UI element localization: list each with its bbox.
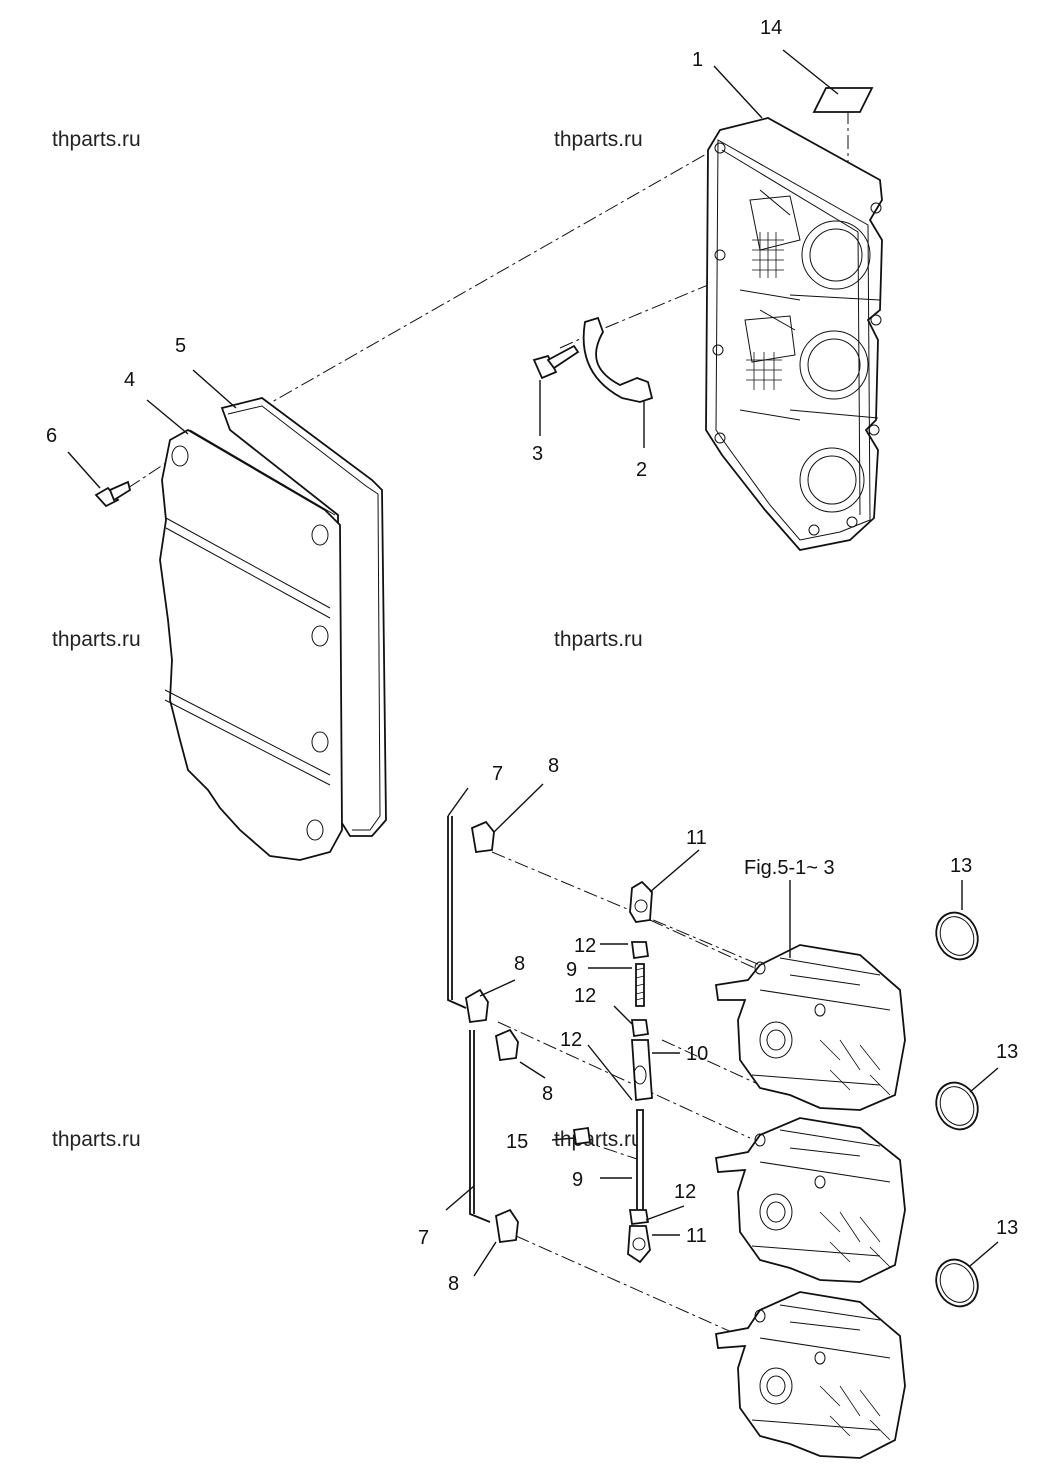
clip	[582, 316, 654, 403]
callout-12-2: 12	[574, 985, 596, 1007]
callout-labels: 1 2 3 4 5 6 7 7 8 8 8 8 9 9 10 11 11 12 …	[46, 17, 1018, 1295]
watermark-4: thparts.ru	[554, 628, 643, 651]
callout-7-bottom: 7	[418, 1227, 429, 1249]
carburetor-3	[714, 1291, 906, 1459]
link-assembly	[572, 880, 653, 1264]
watermark-5: thparts.ru	[52, 1128, 141, 1151]
callout-5: 5	[175, 335, 186, 357]
bolt	[532, 344, 580, 380]
callout-12-4: 12	[674, 1181, 696, 1203]
callout-9-top: 9	[566, 959, 577, 981]
callout-10: 10	[686, 1043, 708, 1065]
o-rings	[935, 911, 979, 1308]
callout-8-1: 8	[548, 755, 559, 777]
callout-3: 3	[532, 443, 543, 465]
callout-12-3: 12	[560, 1029, 582, 1051]
carburetor-2	[714, 1117, 906, 1283]
label-sticker	[812, 87, 874, 113]
callout-4: 4	[124, 369, 135, 391]
screw	[94, 480, 132, 508]
intake-plate	[705, 117, 883, 551]
callout-14: 14	[760, 17, 782, 39]
callout-6: 6	[46, 425, 57, 447]
carburetor-1	[714, 944, 906, 1111]
link-rods	[447, 816, 491, 1223]
callout-15: 15	[506, 1131, 528, 1153]
leader-lines	[67, 49, 999, 1277]
callout-2: 2	[636, 459, 647, 481]
figure-reference: Fig.5-1~ 3	[744, 857, 835, 879]
callout-12-1: 12	[574, 935, 596, 957]
watermark-2: thparts.ru	[554, 128, 643, 151]
gasket	[220, 397, 387, 837]
callout-8-3: 8	[542, 1083, 553, 1105]
callout-1: 1	[692, 49, 703, 71]
watermark-3: thparts.ru	[52, 628, 141, 651]
callout-7-top: 7	[492, 763, 503, 785]
rod-holders	[465, 820, 519, 1244]
callout-13-3: 13	[996, 1217, 1018, 1239]
callout-11-bottom: 11	[686, 1225, 707, 1247]
callout-8-4: 8	[448, 1273, 459, 1295]
callout-8-2: 8	[514, 953, 525, 975]
callout-13-1: 13	[950, 855, 972, 877]
callout-9-bottom: 9	[572, 1169, 583, 1191]
callout-13-2: 13	[996, 1041, 1018, 1063]
callout-11-top: 11	[686, 827, 707, 849]
watermark-1: thparts.ru	[52, 128, 141, 151]
watermarks: thparts.ru thparts.ru thparts.ru thparts…	[52, 128, 643, 1151]
silencer-cover	[159, 428, 343, 861]
watermark-6: thparts.ru	[554, 1128, 643, 1151]
